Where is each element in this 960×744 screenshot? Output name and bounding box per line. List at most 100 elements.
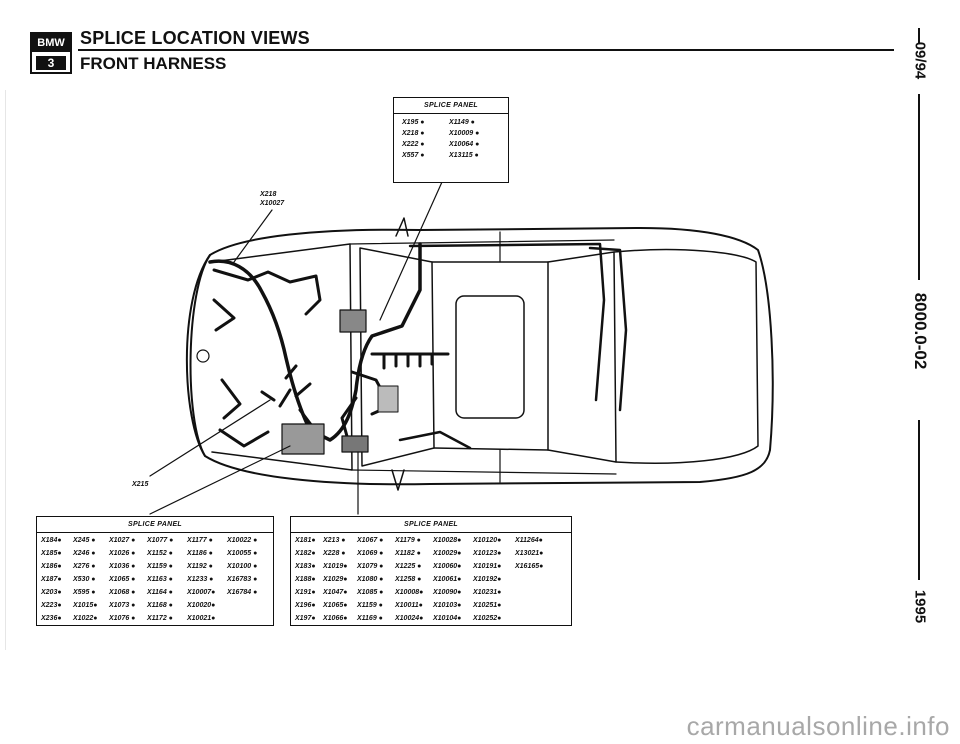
splice-entry: X10100 ● (227, 563, 258, 570)
header-rule (78, 49, 894, 51)
splice-entry: X1177 ● (187, 537, 213, 544)
panel-title: SPLICE PANEL (394, 98, 508, 114)
splice-entry: X1069 ● (357, 550, 384, 557)
splice-entry: X1065● (323, 602, 348, 609)
splice-entry: X191● (295, 589, 316, 596)
door-line-bottom (351, 469, 617, 475)
splice-entry: X1169 ● (357, 615, 383, 622)
harness-main-trunk (208, 242, 422, 442)
harness-door-run-top (408, 242, 606, 402)
splice-entry: X10252● (473, 615, 502, 622)
splice-entry: X182● (295, 550, 316, 557)
splice-entry: X1192 ● (187, 563, 213, 570)
logo-brand-text: BMW (32, 34, 70, 52)
splice-entry: X1159 ● (357, 602, 383, 609)
splice-panel-right: SPLICE PANEL X181● X182● X183● X188● X191● X1… (290, 516, 572, 626)
splice-entry: X10007● (187, 589, 216, 596)
page-fold-mark (5, 90, 6, 650)
splice-entry: X183● (295, 563, 316, 570)
callout-label-x218: X218 X10027 (260, 190, 284, 208)
splice-entry: X595 ● (73, 589, 96, 596)
callout-line-x215 (149, 399, 271, 477)
splice-entry: X1179 ● (395, 537, 421, 544)
car-body-outline (185, 227, 774, 486)
splice-entry: X10022 ● (227, 537, 258, 544)
splice-entry: X10055 ● (227, 550, 258, 557)
hood-outline (211, 243, 353, 471)
splice-panel-block-center (341, 435, 369, 453)
splice-entry: X1258 ● (395, 576, 422, 583)
splice-entry: X228 ● (323, 550, 346, 557)
splice-entry: X236● (41, 615, 62, 622)
logo-series-text: 3 (36, 56, 66, 70)
splice-entry: X1225 ● (395, 563, 422, 570)
splice-entry: X196● (295, 602, 316, 609)
watermark: carmanualsonline.info (686, 711, 950, 741)
splice-entry: X188● (295, 576, 316, 583)
splice-entry: X10251● (473, 602, 502, 609)
side-rule-lower (918, 420, 920, 580)
callout-label-line: X218 (260, 191, 277, 198)
splice-entry: X10009 ● (449, 130, 480, 137)
splice-panel-left: SPLICE PANEL X184●X185●X186●X187●X203●X2… (36, 516, 274, 626)
splice-entry: X276 ● (73, 563, 96, 570)
splice-entry: X195 ● (402, 119, 425, 126)
splice-entry: X1029● (323, 576, 348, 583)
splice-entry: X1079 ● (357, 563, 384, 570)
splice-entry: X245 ● (73, 537, 96, 544)
callout-label-x215: X215 (132, 481, 149, 488)
bmw-3-series-logo: BMW 3 (30, 32, 72, 74)
splice-entry: X1152 ● (147, 550, 173, 557)
splice-entry: X10060● (433, 563, 462, 570)
splice-entry: X203● (41, 589, 62, 596)
splice-entry: X10029● (433, 550, 462, 557)
splice-panel-block-upper (339, 309, 367, 333)
splice-entry: X10103● (433, 602, 462, 609)
splice-entry: X16784 ● (227, 589, 258, 596)
callout-line-x218 (233, 209, 273, 263)
splice-entry: X185● (41, 550, 62, 557)
splice-entry: X1076 ● (109, 615, 136, 622)
splice-entry: X10123● (473, 550, 502, 557)
splice-entry: X557 ● (402, 152, 425, 159)
splice-entry: X1026 ● (109, 550, 136, 557)
splice-entry: X181● (295, 537, 316, 544)
front-bumper (189, 254, 211, 457)
splice-entry: X246 ● (73, 550, 96, 557)
mirror-top (395, 217, 409, 237)
panel-title: SPLICE PANEL (291, 517, 571, 533)
splice-entry: X186● (41, 563, 62, 570)
splice-entry: X1065 ● (109, 576, 136, 583)
splice-panel-top: SPLICE PANEL X195 ●X218 ●X222 ●X557 ●X11… (393, 97, 509, 183)
splice-entry: X1027 ● (109, 537, 136, 544)
splice-entry: X1168 ● (147, 602, 173, 609)
mirror-bottom (391, 469, 405, 491)
splice-entry: X1149 ● (449, 119, 475, 126)
splice-entry: X16783 ● (227, 576, 258, 583)
splice-entry: X13115 ● (449, 152, 479, 159)
splice-entry: X530 ● (73, 576, 96, 583)
splice-entry: X10020● (187, 602, 216, 609)
side-rule-top (918, 28, 920, 44)
splice-entry: X11264● (515, 537, 543, 544)
callout-line-top-panel (379, 181, 443, 321)
splice-entry: X13021● (515, 550, 544, 557)
splice-entry: X1080 ● (357, 576, 384, 583)
callout-label-line: X10027 (260, 200, 285, 207)
splice-entry: X10024● (395, 615, 424, 622)
splice-entry: X1186 ● (187, 550, 213, 557)
splice-entry: X1077 ● (147, 537, 174, 544)
splice-entry: X10011● (395, 602, 423, 609)
splice-entry: X1085 ● (357, 589, 384, 596)
splice-entry: X10028● (433, 537, 462, 544)
harness-left-branch (212, 298, 270, 448)
splice-entry: X10008● (395, 589, 424, 596)
splice-entry: X10021● (187, 615, 216, 622)
splice-entry: X222 ● (402, 141, 425, 148)
splice-entry: X1172 ● (147, 615, 173, 622)
harness-dash-run (398, 430, 472, 450)
splice-entry: X1164 ● (147, 589, 173, 596)
side-rule-upper (918, 94, 920, 280)
